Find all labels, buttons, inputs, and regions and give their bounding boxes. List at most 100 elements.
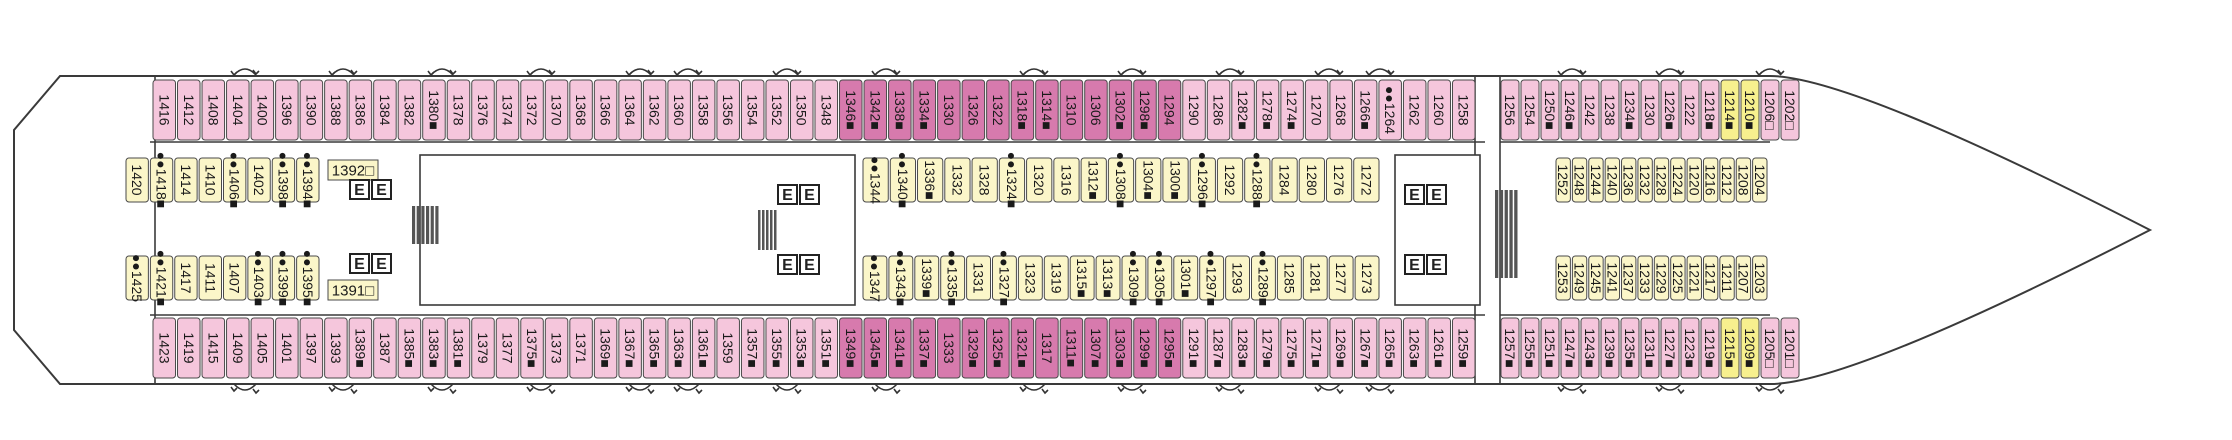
cabin-1271[interactable]: 1271■ <box>1304 317 1329 379</box>
cabin-1205[interactable]: 1205□ <box>1760 317 1780 379</box>
cabin-1274[interactable]: 1274■ <box>1280 79 1304 141</box>
cabin-1215[interactable]: 1215■ <box>1720 317 1740 379</box>
cabin-1403[interactable]: ●●1403■ <box>247 250 271 307</box>
cabin-1279[interactable]: 1279■ <box>1255 317 1280 379</box>
cabin-1358[interactable]: 1358 <box>691 79 716 141</box>
cabin-1342[interactable]: 1342■ <box>863 79 888 141</box>
cabin-1330[interactable]: 1330 <box>937 79 961 141</box>
cabin-1405[interactable]: 1405 <box>250 317 275 379</box>
cabin-1380[interactable]: 1380■ <box>422 79 446 141</box>
cabin-1321[interactable]: 1321■ <box>1010 317 1035 379</box>
cabin-1243[interactable]: 1243■ <box>1580 317 1600 379</box>
cabin-1281[interactable]: 1281 <box>1302 255 1328 301</box>
cabin-1250[interactable]: 1250■ <box>1540 79 1560 141</box>
cabin-1227[interactable]: 1227■ <box>1660 317 1680 379</box>
cabin-1267[interactable]: 1267■ <box>1353 317 1378 379</box>
cabin-1231[interactable]: 1231■ <box>1640 317 1660 379</box>
cabin-1391[interactable]: 1391□ <box>327 279 379 301</box>
cabin-1202[interactable]: 1202□ <box>1780 79 1800 141</box>
cabin-1335[interactable]: ●●1335■ <box>940 250 966 307</box>
cabin-1340[interactable]: ●●1340■ <box>889 152 917 209</box>
cabin-1266[interactable]: 1266■ <box>1353 79 1378 141</box>
cabin-1384[interactable]: 1384 <box>373 79 397 141</box>
cabin-1312[interactable]: 1312■ <box>1080 157 1107 203</box>
cabin-1249[interactable]: 1249 <box>1572 255 1588 301</box>
cabin-1366[interactable]: 1366 <box>593 79 618 141</box>
cabin-1255[interactable]: 1255■ <box>1520 317 1540 379</box>
cabin-1269[interactable]: 1269■ <box>1329 317 1353 379</box>
cabin-1359[interactable]: 1359 <box>716 317 740 379</box>
cabin-1402[interactable]: 1402 <box>247 157 271 203</box>
cabin-1298[interactable]: 1298■ <box>1133 79 1157 141</box>
cabin-1251[interactable]: 1251■ <box>1540 317 1560 379</box>
cabin-1203[interactable]: 1203 <box>1752 255 1768 301</box>
cabin-1344[interactable]: ●●1344 <box>862 156 889 204</box>
cabin-1294[interactable]: 1294 <box>1157 79 1182 141</box>
cabin-1329[interactable]: 1329■ <box>961 317 986 379</box>
cabin-1305[interactable]: ●●1305■ <box>1147 250 1173 307</box>
cabin-1309[interactable]: ●●1309■ <box>1121 250 1147 307</box>
cabin-1239[interactable]: 1239■ <box>1600 317 1620 379</box>
cabin-1214[interactable]: 1214■ <box>1720 79 1740 141</box>
cabin-1234[interactable]: 1234■ <box>1620 79 1640 141</box>
cabin-1397[interactable]: 1397 <box>299 317 324 379</box>
cabin-1323[interactable]: 1323 <box>1017 255 1043 301</box>
cabin-1343[interactable]: ●●1343■ <box>888 250 914 307</box>
cabin-1352[interactable]: 1352 <box>765 79 789 141</box>
cabin-1237[interactable]: 1237 <box>1621 255 1637 301</box>
cabin-1286[interactable]: 1286 <box>1206 79 1231 141</box>
cabin-1295[interactable]: 1295■ <box>1157 317 1182 379</box>
cabin-1314[interactable]: 1314■ <box>1035 79 1059 141</box>
cabin-1326[interactable]: 1326 <box>961 79 986 141</box>
cabin-1404[interactable]: 1404 <box>226 79 250 141</box>
cabin-1229[interactable]: 1229 <box>1654 255 1670 301</box>
cabin-1272[interactable]: 1272 <box>1353 157 1380 203</box>
cabin-1276[interactable]: 1276 <box>1325 157 1353 203</box>
cabin-1204[interactable]: 1204 <box>1752 157 1768 203</box>
cabin-1212[interactable]: 1212 <box>1719 157 1735 203</box>
cabin-1415[interactable]: 1415 <box>201 317 226 379</box>
cabin-1336[interactable]: 1336■ <box>917 157 944 203</box>
cabin-1362[interactable]: 1362 <box>642 79 667 141</box>
cabin-1260[interactable]: 1260 <box>1427 79 1451 141</box>
cabin-1303[interactable]: 1303■ <box>1108 317 1133 379</box>
cabin-1378[interactable]: 1378 <box>446 79 471 141</box>
cabin-1376[interactable]: 1376 <box>471 79 495 141</box>
cabin-1419[interactable]: 1419 <box>177 317 201 379</box>
cabin-1337[interactable]: 1337■ <box>912 317 937 379</box>
cabin-1236[interactable]: 1236 <box>1621 157 1637 203</box>
cabin-1371[interactable]: 1371 <box>569 317 593 379</box>
cabin-1210[interactable]: 1210■ <box>1740 79 1760 141</box>
cabin-1306[interactable]: 1306 <box>1084 79 1108 141</box>
cabin-1355[interactable]: 1355■ <box>765 317 789 379</box>
cabin-1268[interactable]: 1268 <box>1329 79 1353 141</box>
cabin-1399[interactable]: ●●1399■ <box>271 250 296 307</box>
cabin-1297[interactable]: ●●1297■ <box>1199 250 1225 307</box>
cabin-1357[interactable]: 1357■ <box>740 317 765 379</box>
cabin-1246[interactable]: 1246■ <box>1560 79 1580 141</box>
cabin-1307[interactable]: 1307■ <box>1084 317 1108 379</box>
cabin-1225[interactable]: 1225 <box>1670 255 1686 301</box>
cabin-1372[interactable]: 1372 <box>520 79 544 141</box>
cabin-1328[interactable]: 1328 <box>971 157 998 203</box>
cabin-1322[interactable]: 1322 <box>986 79 1010 141</box>
cabin-1416[interactable]: 1416 <box>152 79 177 141</box>
cabin-1293[interactable]: 1293 <box>1225 255 1250 301</box>
cabin-1420[interactable]: 1420 <box>125 157 149 203</box>
cabin-1401[interactable]: 1401 <box>275 317 299 379</box>
cabin-1301[interactable]: 1301■ <box>1173 255 1199 301</box>
cabin-1262[interactable]: 1262 <box>1402 79 1427 141</box>
cabin-1421[interactable]: ●●1421■ <box>149 250 174 307</box>
cabin-1396[interactable]: 1396 <box>275 79 299 141</box>
cabin-1308[interactable]: ●●1308■ <box>1107 152 1135 209</box>
cabin-1287[interactable]: 1287■ <box>1206 317 1231 379</box>
cabin-1228[interactable]: 1228 <box>1654 157 1670 203</box>
cabin-1333[interactable]: 1333 <box>937 317 961 379</box>
cabin-1259[interactable]: 1259■ <box>1451 317 1476 379</box>
cabin-1410[interactable]: 1410 <box>198 157 222 203</box>
cabin-1242[interactable]: 1242 <box>1580 79 1600 141</box>
cabin-1347[interactable]: ●●1347 <box>862 254 888 302</box>
cabin-1240[interactable]: 1240 <box>1604 157 1620 203</box>
cabin-1224[interactable]: 1224 <box>1670 157 1686 203</box>
cabin-1216[interactable]: 1216 <box>1703 157 1719 203</box>
